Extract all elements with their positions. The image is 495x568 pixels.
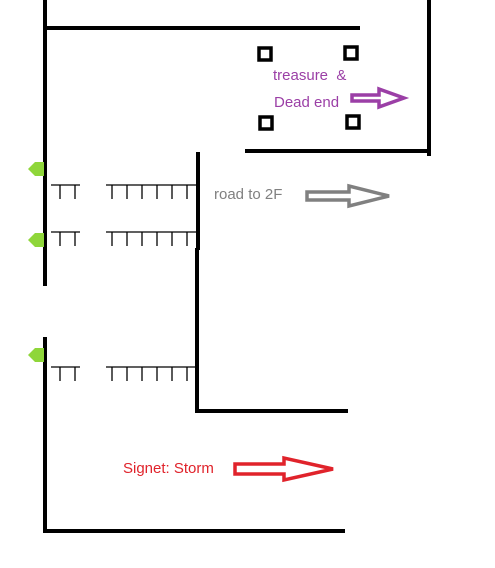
treasure-markers (257, 45, 361, 131)
signet-label: Signet: Storm (123, 460, 214, 477)
treasure-label-line2: Dead end (274, 94, 340, 111)
direction-arrow-icon (350, 86, 410, 110)
corridor-marks (51, 184, 196, 381)
chest-marker-icon (345, 114, 361, 130)
direction-arrow-icon (305, 183, 390, 209)
entrance-markers (28, 162, 44, 362)
direction-arrow-icon (233, 455, 334, 483)
entrance-arrow-icon (28, 348, 44, 362)
entrance-arrow-icon (28, 162, 44, 176)
road-label: road to 2F (214, 186, 283, 203)
chest-marker-icon (343, 45, 359, 61)
walls (43, 0, 431, 533)
entrance-arrow-icon (28, 233, 44, 247)
chest-marker-icon (257, 46, 273, 62)
treasure-label-line1: treasure & (273, 67, 347, 84)
chest-marker-icon (258, 115, 274, 131)
